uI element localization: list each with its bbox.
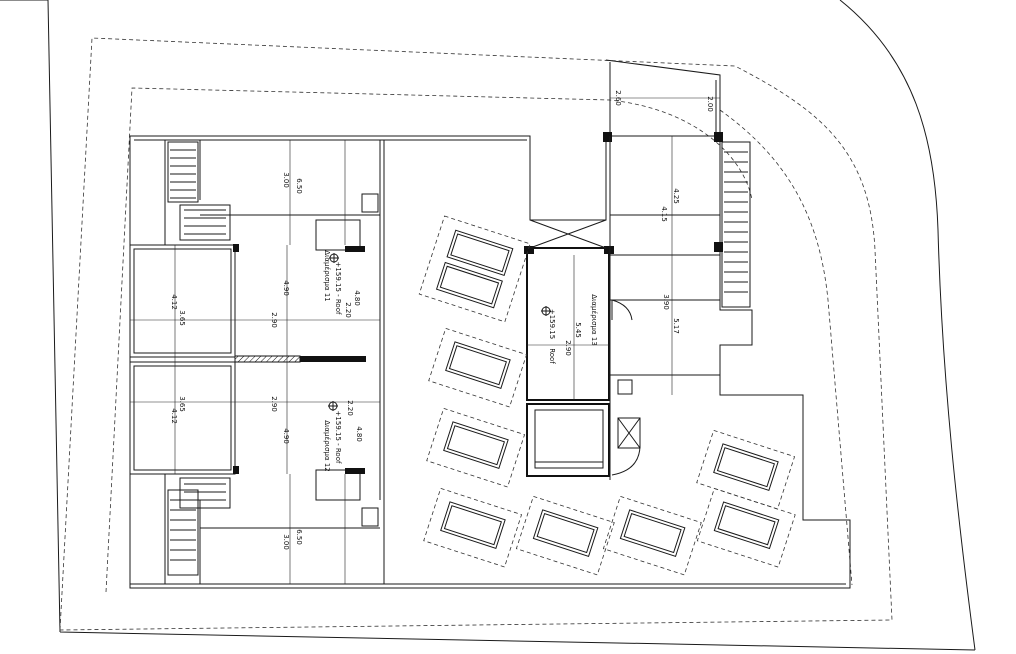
- elevator-shaft: [526, 403, 610, 477]
- dim-290-bot: 2.90: [270, 396, 278, 412]
- roof-11-name: Διαμέρισμα 11: [323, 250, 331, 301]
- dim-365-top: 3.65: [178, 310, 186, 326]
- dim-220-top: 2.20: [344, 302, 352, 318]
- dim-300-top: 3.00: [282, 172, 290, 188]
- dim-650-top: 6.50: [295, 178, 303, 194]
- setback-line-right: [719, 109, 853, 586]
- stair-bottom-left: [167, 477, 231, 576]
- solar-panel-3: [426, 407, 526, 488]
- dim-200: 2.00: [706, 96, 714, 112]
- dim-517: 5.17: [672, 318, 680, 334]
- plot-boundary: [0, 0, 976, 651]
- room-labels: +159.15 - Roof Διαμέρισμα 11 +159.15 - R…: [323, 250, 598, 471]
- setback-line-inner: [105, 87, 753, 593]
- dim-220-bot: 2.20: [346, 400, 354, 416]
- dim-490-bot: 4.90: [282, 428, 290, 444]
- solar-panel-5: [515, 495, 615, 576]
- chimney-box-top: [361, 193, 379, 213]
- roof-12-name: Διαμέρισμα 12: [323, 420, 331, 471]
- dim-650-bot: 6.50: [295, 529, 303, 545]
- dim-480-bot: 4.80: [355, 426, 363, 442]
- dim-290-top: 2.90: [270, 312, 278, 328]
- dim-390: 3.90: [662, 294, 670, 310]
- level-marker-12: [328, 401, 338, 411]
- dim-260: 2.60: [614, 90, 622, 106]
- dim-290-c: 2.90: [564, 340, 572, 356]
- level-marker-11: [329, 253, 339, 263]
- dim-480-top: 4.80: [353, 290, 361, 306]
- solar-panel-6: [602, 495, 702, 576]
- solar-panel-8: [696, 487, 796, 568]
- chimney-box-bottom: [361, 507, 379, 527]
- hatched-wall: [234, 355, 301, 363]
- stair-right: [721, 141, 751, 308]
- solar-panel-7: [696, 429, 796, 510]
- dimension-texts: 6.50 3.00 4.90 4.80 2.20 4.12 3.65 2.90 …: [170, 90, 714, 550]
- solar-panel-group-1: [418, 215, 531, 323]
- shaft-box: [617, 417, 641, 449]
- setback-line-outer: [59, 37, 893, 631]
- dim-365-bot: 3.65: [178, 396, 186, 412]
- dim-415: 4.15: [660, 206, 668, 222]
- roof-13-name: Διαμέρισμα 13: [590, 294, 598, 345]
- dim-412-bot: 4.12: [170, 408, 178, 424]
- solar-panel-4: [423, 487, 523, 568]
- dimension-lines: [130, 97, 720, 584]
- solar-panel-2: [428, 327, 528, 408]
- roof-11-level: +159.15 - Roof: [334, 262, 342, 315]
- roof-12-level: +159.15 - Roof: [334, 411, 342, 464]
- dim-300-bot: 3.00: [282, 534, 290, 550]
- dim-545: 5.45: [574, 322, 582, 338]
- stair-top-left: [167, 141, 231, 241]
- roof-13-roof: Roof: [548, 348, 556, 364]
- central-core: [524, 219, 641, 477]
- dim-412-top: 4.12: [170, 294, 178, 310]
- level-marker-13: [541, 306, 551, 316]
- right-upper-block: [603, 59, 723, 480]
- dim-490-top: 4.90: [282, 280, 290, 296]
- roof-13-level: +159.15: [548, 309, 556, 339]
- solar-panels: [418, 215, 796, 576]
- dim-425: 4.25: [672, 188, 680, 204]
